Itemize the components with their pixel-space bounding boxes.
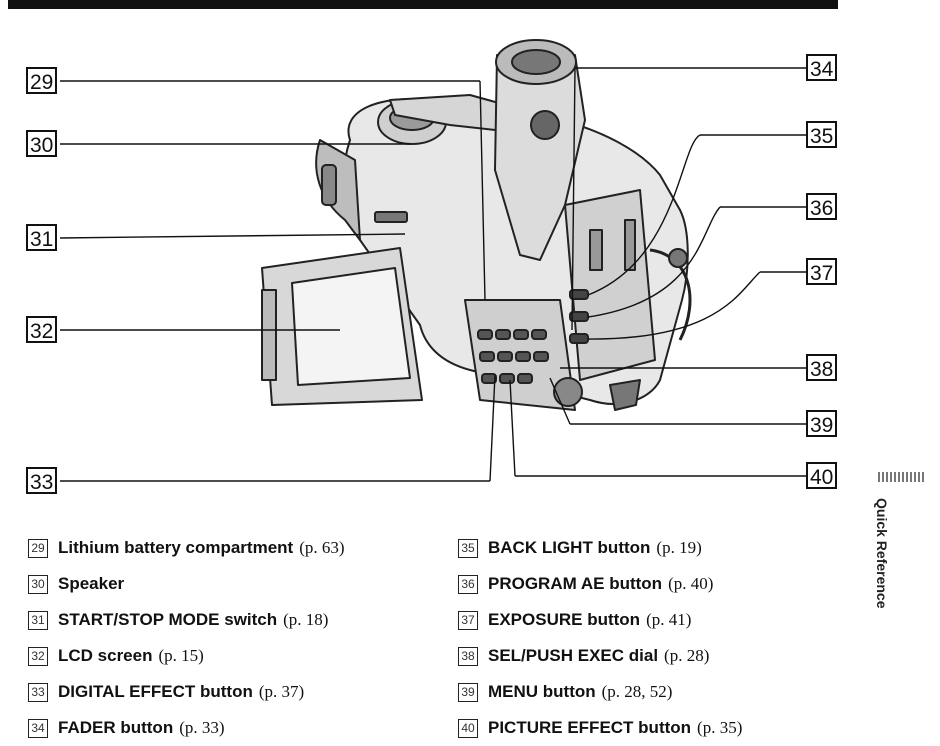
legend-item-page: (p. 28, 52) — [601, 682, 673, 701]
legend-item: 35 BACK LIGHT button (p. 19) — [458, 530, 878, 566]
legend-item: 37 EXPOSURE button (p. 41) — [458, 602, 878, 638]
legend-item-page: (p. 33) — [179, 718, 225, 737]
callout-38: 38 — [806, 354, 838, 381]
legend-number: 33 — [28, 682, 48, 702]
callout-40: 40 — [806, 462, 838, 489]
legend-item-name: PROGRAM AE button — [488, 574, 663, 593]
callout-37: 37 — [806, 258, 838, 285]
legend-number: 37 — [458, 610, 478, 630]
legend-number: 40 — [458, 718, 478, 738]
legend-item: 39 MENU button (p. 28, 52) — [458, 674, 878, 710]
legend-item: 40 PICTURE EFFECT button (p. 35) — [458, 710, 878, 746]
legend-item-name: DIGITAL EFFECT button — [58, 682, 253, 701]
legend-item: 32 LCD screen (p. 15) — [28, 638, 448, 674]
legend-item-name: MENU button — [488, 682, 596, 701]
top-rule — [8, 0, 838, 9]
legend-item: 33 DIGITAL EFFECT button (p. 37) — [28, 674, 448, 710]
viewfinder — [494, 54, 586, 261]
legend-number: 39 — [458, 682, 478, 702]
side-tab-label: Quick Reference — [874, 498, 890, 609]
legend-item-name: START/STOP MODE switch — [58, 610, 278, 629]
legend-item-name: LCD screen — [58, 646, 153, 665]
legend-item-page: (p. 15) — [158, 646, 204, 665]
callout-36: 36 — [806, 193, 838, 220]
legend-right-column: 35 BACK LIGHT button (p. 19) 36 PROGRAM … — [458, 530, 878, 746]
legend-number: 34 — [28, 718, 48, 738]
legend-item: 38 SEL/PUSH EXEC dial (p. 28) — [458, 638, 878, 674]
legend-item-page: (p. 37) — [258, 682, 305, 701]
callout-34: 34 — [806, 54, 838, 81]
lcd-screen-area — [291, 267, 411, 386]
legend-item-page: (p. 35) — [697, 718, 743, 737]
legend-item: 34 FADER button (p. 33) — [28, 710, 448, 746]
callout-35: 35 — [806, 121, 838, 148]
legend-item-name: Speaker — [58, 574, 125, 593]
legend-left-column: 29 Lithium battery compartment (p. 63) 3… — [28, 530, 448, 746]
legend-item-page: (p. 18) — [283, 610, 329, 629]
sel-dial — [553, 377, 583, 407]
legend-number: 38 — [458, 646, 478, 666]
legend-item: 36 PROGRAM AE button (p. 40) — [458, 566, 878, 602]
legend-item: 31 START/STOP MODE switch (p. 18) — [28, 602, 448, 638]
legend-number: 30 — [28, 574, 48, 594]
legend-number: 35 — [458, 538, 478, 558]
legend-item-page: (p. 28) — [664, 646, 710, 665]
callout-29: 29 — [26, 67, 58, 94]
legend-item: 30 Speaker — [28, 566, 448, 602]
legend-item-name: FADER button — [58, 718, 174, 737]
mode-switch — [374, 211, 408, 223]
legend-item-page: (p. 63) — [299, 538, 345, 557]
legend-number: 31 — [28, 610, 48, 630]
callout-39: 39 — [806, 410, 838, 437]
side-control-panel — [564, 189, 656, 381]
legend-item: 29 Lithium battery compartment (p. 63) — [28, 530, 448, 566]
legend-item-name: BACK LIGHT button — [488, 538, 651, 557]
legend-item-name: SEL/PUSH EXEC dial — [488, 646, 659, 665]
legend-item-name: Lithium battery compartment — [58, 538, 294, 557]
legend-number: 36 — [458, 574, 478, 594]
legend-item-page: (p. 41) — [646, 610, 692, 629]
callout-32: 32 — [26, 316, 58, 343]
legend-number: 29 — [28, 538, 48, 558]
callout-30: 30 — [26, 130, 58, 157]
legend-item-page: (p. 40) — [668, 574, 714, 593]
legend-item-name: PICTURE EFFECT button — [488, 718, 692, 737]
callout-33: 33 — [26, 467, 58, 494]
camcorder-diagram — [59, 39, 808, 482]
callout-31: 31 — [26, 224, 58, 251]
thumb-index-mark — [878, 472, 926, 482]
legend-item-page: (p. 19) — [656, 538, 702, 557]
legend-item-name: EXPOSURE button — [488, 610, 641, 629]
legend-number: 32 — [28, 646, 48, 666]
